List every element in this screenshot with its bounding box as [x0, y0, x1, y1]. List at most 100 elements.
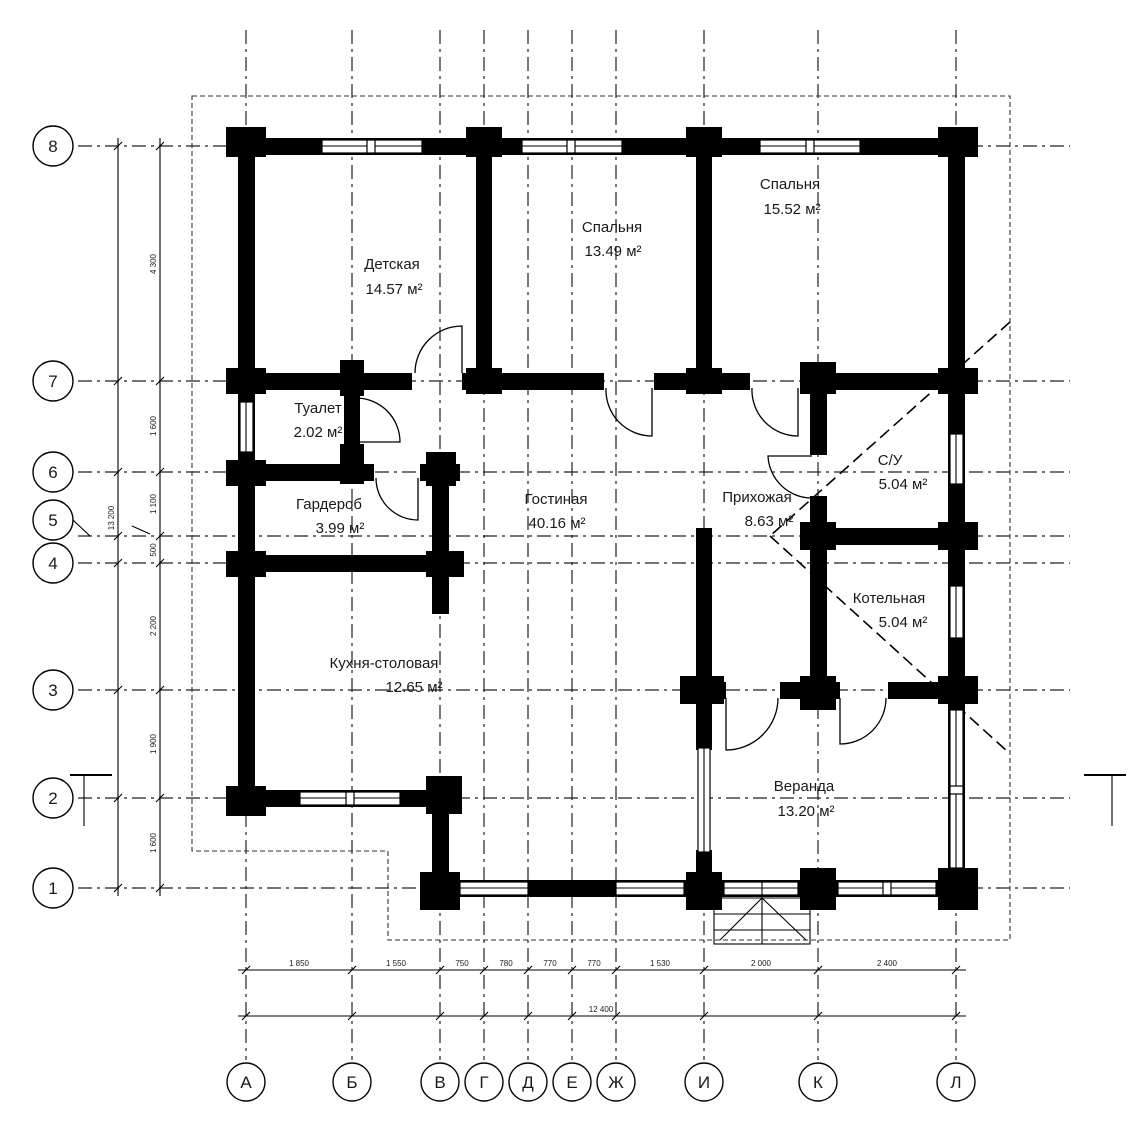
dim-tick — [113, 793, 123, 803]
diagonal-line-lower — [769, 535, 1009, 753]
section-marks — [70, 774, 1126, 826]
room-area: 5.04 м² — [879, 476, 928, 493]
room-kuhnya-stolovaya: Кухня-столовая 12.65 м² — [330, 655, 443, 696]
room-name: Туалет — [294, 400, 342, 417]
axis-label: Е — [566, 1073, 577, 1092]
dim-tick — [951, 1011, 961, 1021]
dim-tick — [113, 467, 123, 477]
room-detskaya: Детская 14.57 м² — [364, 256, 422, 298]
window — [949, 709, 964, 869]
dim-label-left: 4 300 — [149, 253, 158, 274]
axis-marker-k: К — [798, 1062, 838, 1102]
door-swing — [375, 477, 419, 521]
dim-tick — [435, 965, 445, 975]
axis-marker-v: В — [420, 1062, 460, 1102]
window — [239, 401, 254, 453]
dim-tick — [155, 558, 165, 568]
dim-label-bottom: 780 — [499, 959, 513, 968]
room-name: Кухня-столовая — [330, 655, 439, 672]
window — [299, 791, 401, 806]
room-area: 12.65 м² — [385, 679, 442, 696]
dim-label-left: 1 600 — [149, 415, 158, 436]
dim-label-left: 500 — [149, 543, 158, 557]
dim-tick — [813, 1011, 823, 1021]
dim-label-bottom: 1 550 — [386, 959, 407, 968]
axis-marker-g: Г — [464, 1062, 504, 1102]
door-swing — [725, 697, 779, 751]
axis-label: 8 — [48, 137, 57, 156]
room-name: Детская — [364, 256, 420, 273]
window — [949, 433, 964, 485]
dim-label-bottom: 1 850 — [289, 959, 310, 968]
room-name: Прихожая — [722, 489, 792, 506]
dim-tick — [699, 1011, 709, 1021]
left-dimension-labels: 4 300 1 600 1 100 500 2 200 1 900 1 600 … — [107, 253, 158, 853]
dim-label-bottom: 770 — [587, 959, 601, 968]
axis-label: 7 — [48, 372, 57, 391]
room-name: Спальня — [760, 176, 820, 193]
axis-label: Ж — [608, 1073, 624, 1092]
dim-tick — [241, 965, 251, 975]
window — [949, 585, 964, 639]
windows — [239, 139, 964, 896]
diagonal-line-upper — [769, 321, 1011, 537]
axis-marker-6: 6 — [32, 451, 74, 493]
dim-tick — [611, 965, 621, 975]
axis-marker-2: 2 — [32, 777, 74, 819]
axis-marker-d: Д — [508, 1062, 548, 1102]
bottom-dimension-labels: 1 850 1 550 750 780 770 770 1 530 2 000 … — [289, 959, 898, 1014]
dim-tick — [567, 965, 577, 975]
dim-label-left: 1 100 — [149, 493, 158, 514]
dimension-lines — [113, 138, 966, 1021]
axis-label: И — [698, 1073, 710, 1092]
dim-label-left: 1 600 — [149, 832, 158, 853]
dim-tick — [155, 141, 165, 151]
entrance-steps — [713, 881, 811, 945]
room-gostinaya: Гостиная 40.16 м² — [525, 491, 588, 532]
axis-marker-i: И — [684, 1062, 724, 1102]
dim-tick — [699, 965, 709, 975]
dim-tick — [347, 1011, 357, 1021]
dim-tick — [435, 1011, 445, 1021]
room-area: 2.02 м² — [294, 424, 343, 441]
dim-tick — [523, 1011, 533, 1021]
room-name: Спальня — [582, 219, 642, 236]
room-tualet: Туалет 2.02 м² — [294, 400, 343, 441]
dim-tick — [567, 1011, 577, 1021]
axis-label: 3 — [48, 681, 57, 700]
dim-tick — [479, 965, 489, 975]
dim-tick — [155, 467, 165, 477]
doors — [355, 325, 887, 751]
axis-label: 4 — [48, 554, 57, 573]
door-swing — [839, 697, 887, 745]
dim-label-bottom: 2 400 — [877, 959, 898, 968]
axis-label: К — [813, 1073, 823, 1092]
axis-marker-b: Б — [332, 1062, 372, 1102]
window — [837, 881, 937, 896]
dim-label-left: 1 900 — [149, 733, 158, 754]
dim-label-bottom: 750 — [455, 959, 469, 968]
room-name: Веранда — [774, 778, 835, 795]
dim-tick — [951, 965, 961, 975]
axis-label: 5 — [48, 511, 57, 530]
room-area: 13.20 м² — [777, 803, 834, 820]
dim-tick — [347, 965, 357, 975]
axis-marker-1: 1 — [32, 867, 74, 909]
room-area: 15.52 м² — [763, 201, 820, 218]
axis-label: 2 — [48, 789, 57, 808]
room-name: Котельная — [853, 590, 926, 607]
room-area: 5.04 м² — [879, 614, 928, 631]
door-swing — [751, 387, 799, 437]
window — [615, 881, 685, 896]
dim-tick — [113, 883, 123, 893]
room-area: 40.16 м² — [528, 515, 585, 532]
room-area: 13.49 м² — [584, 243, 641, 260]
dim-tick — [155, 685, 165, 695]
horizontal-axis-markers: 8 7 6 5 4 3 2 1 — [32, 125, 91, 909]
axis-marker-8: 8 — [32, 125, 74, 167]
axis-label: Б — [346, 1073, 357, 1092]
axis-marker-5: 5 — [32, 499, 91, 541]
vertical-axis-markers: А Б В Г Д Е Ж И — [226, 1062, 976, 1102]
dim-tick — [113, 558, 123, 568]
